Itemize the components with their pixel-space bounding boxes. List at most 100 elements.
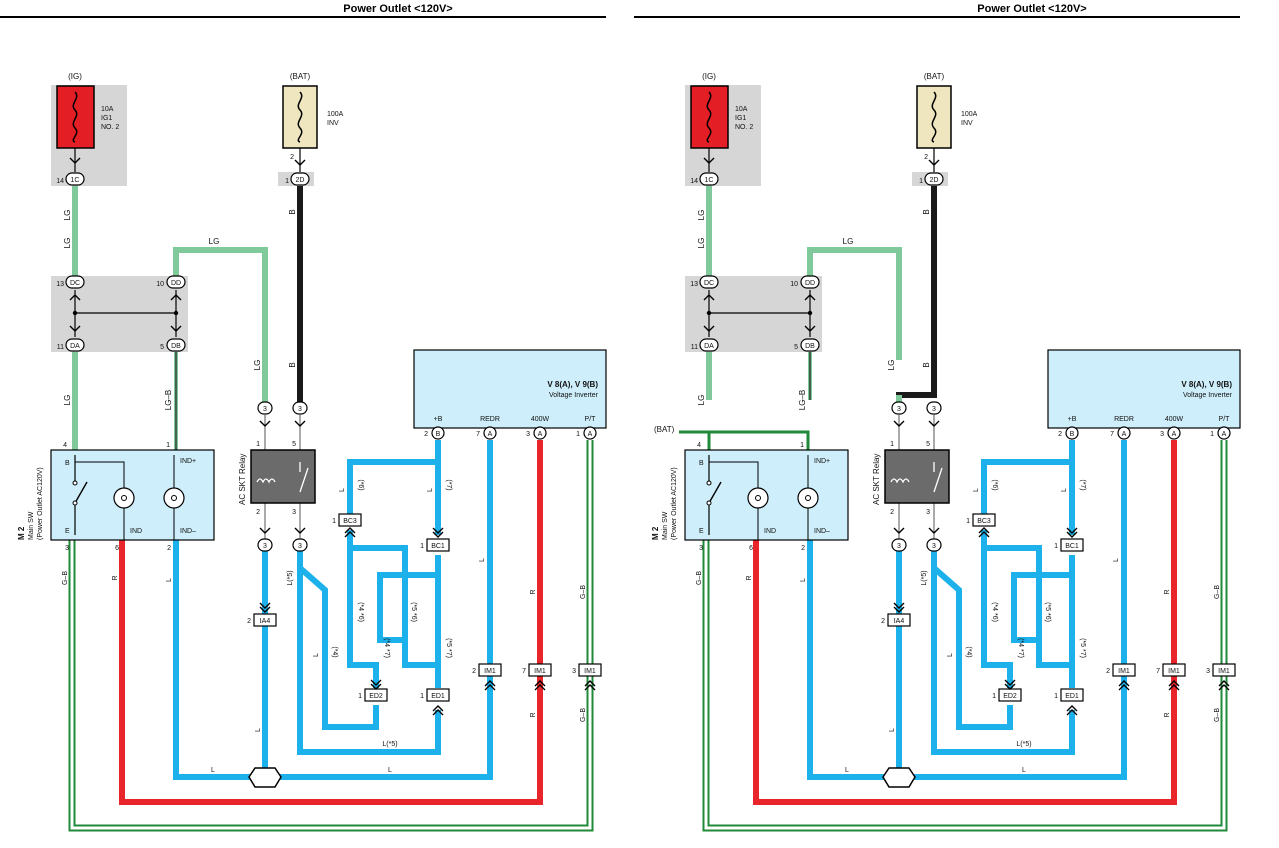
wire-code: L	[479, 558, 486, 562]
connector-box	[1212, 663, 1236, 677]
terminal-label: 400W	[531, 416, 550, 423]
connector-oval	[290, 172, 310, 186]
chevron-down-icon	[259, 606, 271, 613]
connector-oval-label: DB	[805, 343, 815, 350]
wire-code: L	[800, 578, 807, 582]
wire-bat-feed	[679, 430, 810, 450]
wire-code: LG	[209, 237, 220, 246]
connector-box	[972, 513, 996, 527]
connector-oval	[699, 275, 719, 289]
connector-box	[1112, 663, 1136, 677]
terminal-label: IND	[130, 528, 142, 535]
pin-number: 11	[57, 344, 64, 351]
chevron-down-icon	[928, 420, 940, 427]
chevron-down-icon	[893, 602, 905, 609]
terminal-letter: A	[588, 431, 593, 438]
switch-icon	[708, 481, 722, 504]
pin-number: 3	[65, 545, 69, 552]
wire-code: LG	[697, 238, 706, 249]
chevron-up-icon	[534, 684, 546, 691]
connector-oval	[699, 338, 719, 352]
chevron-down-icon	[294, 420, 306, 427]
connector-oval	[800, 275, 820, 289]
connector-box-label: ED1	[431, 693, 445, 700]
pin-number: 13	[56, 281, 64, 288]
connector-oval	[257, 401, 273, 415]
connector-oval-label: 3	[298, 406, 302, 413]
connector-box	[528, 663, 552, 677]
variant-note: (*4 *7)	[383, 638, 390, 658]
wire-l-loop1	[984, 545, 1075, 688]
pin-number: 1	[800, 442, 804, 449]
chevron-down-icon	[69, 325, 81, 332]
wire-code: L	[947, 653, 954, 657]
terminal-letter: A	[1222, 431, 1227, 438]
terminal-circle	[1117, 426, 1131, 440]
wire-code: LG	[63, 210, 72, 221]
chevron-up-icon	[1066, 705, 1078, 712]
switch-contact	[706, 500, 712, 506]
fuse-bat	[916, 85, 952, 149]
pin-number: 1	[919, 178, 923, 185]
connector-box-label: ED2	[1003, 693, 1017, 700]
pin-number: 2	[924, 154, 928, 161]
connector-oval	[926, 538, 942, 552]
connector-oval-label: 3	[897, 406, 901, 413]
connector-oval	[924, 172, 944, 186]
fuse-ig-name2: NO. 2	[735, 124, 753, 131]
connector-box	[253, 613, 277, 627]
connector-box-label: IM1	[484, 668, 496, 675]
wire-l-loop1	[350, 545, 441, 688]
variant-note: (*4)	[331, 646, 338, 657]
pin-number: 7	[1156, 668, 1160, 675]
indicator-lamp-filament	[805, 495, 811, 501]
fuse-bat-name: INV	[327, 120, 339, 127]
chevron-up-icon	[1118, 680, 1130, 687]
connector-box-label: BC3	[343, 518, 357, 525]
connector-box-label: IM1	[1168, 668, 1180, 675]
pin-number: 5	[794, 344, 798, 351]
terminal-label: E	[65, 528, 70, 535]
page-title: Power Outlet <120V>	[343, 3, 452, 15]
wire-l-loop2	[377, 555, 441, 643]
fuse-ig-name2: NO. 2	[101, 124, 119, 131]
fuse-ig-name: IG1	[101, 115, 112, 122]
wire-code: G–B	[1214, 585, 1221, 599]
indicator-lamp-filament	[121, 495, 127, 501]
connector-oval	[292, 538, 308, 552]
chevron-up-icon	[804, 294, 816, 301]
wire-code: LG	[63, 395, 72, 406]
variant-note: (*4 *6)	[991, 602, 998, 622]
connector-oval	[257, 538, 273, 552]
terminal-label: P/T	[1219, 416, 1231, 423]
pin-number: 11	[691, 344, 698, 351]
wire-code: L	[1113, 558, 1120, 562]
pin-number: 3	[1206, 668, 1210, 675]
variant-note: L(*5)	[1016, 741, 1031, 748]
terminal-letter: B	[1070, 431, 1075, 438]
relay-name: AC SKT Relay	[238, 454, 247, 505]
chevron-up-icon	[978, 527, 990, 534]
pin-number: 1	[1210, 431, 1214, 438]
variant-note: (*6)	[991, 479, 998, 490]
chevron-up-icon	[484, 684, 496, 691]
terminal-label: IND–	[814, 528, 830, 535]
chevron-down-icon	[1066, 527, 1078, 534]
pin-number: 1	[256, 441, 260, 448]
fuse-bat	[282, 85, 318, 149]
terminal-label: IND+	[814, 458, 830, 465]
wire-code: R	[1164, 589, 1171, 594]
terminal-letter: B	[436, 431, 441, 438]
wire-code: B	[288, 209, 297, 214]
pin-number: 2	[1058, 431, 1062, 438]
variant-note: L(*5)	[921, 570, 928, 585]
pin-number: 1	[420, 693, 424, 700]
connector-oval	[166, 338, 186, 352]
wire-code: L	[388, 767, 392, 774]
connector-oval-label: DC	[704, 280, 714, 287]
pin-number: 10	[790, 281, 798, 288]
main-switch-name: Main SW	[662, 511, 669, 540]
fuse-ig-source: (IG)	[68, 72, 82, 81]
